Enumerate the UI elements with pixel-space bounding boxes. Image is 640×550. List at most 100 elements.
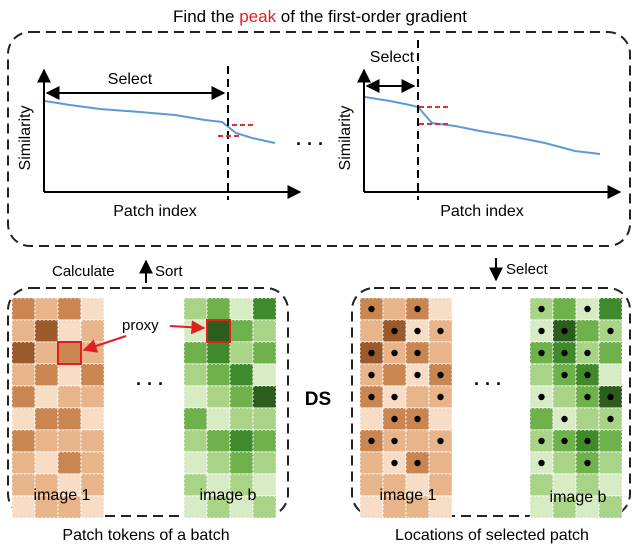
patch-cell [252, 341, 277, 365]
patch-cell [206, 407, 231, 431]
select-down-label: Select [506, 261, 549, 278]
patch-cell [229, 363, 254, 387]
patch-cell [57, 297, 82, 321]
selected-patch-dot [437, 327, 444, 335]
patch-cell [34, 297, 59, 321]
selected-patch-dot [561, 371, 568, 379]
right-bottom-panel [351, 287, 631, 517]
selected-patch-dot [607, 327, 614, 335]
right-image-b-label: image b [550, 489, 607, 506]
patch-cell [382, 297, 407, 321]
left-similarity-curve [44, 100, 276, 144]
selected-patch-dot [414, 327, 421, 335]
patch-cell [57, 341, 82, 365]
patch-cell [11, 319, 36, 343]
selected-patch-dot [391, 459, 398, 467]
patch-cell [405, 385, 430, 409]
patch-cell [252, 495, 277, 519]
patch-cell [183, 451, 208, 475]
selected-patch-dot [391, 327, 398, 335]
selected-patch-dot [538, 393, 545, 401]
patch-cell [252, 319, 277, 343]
patch-cell [183, 429, 208, 453]
patch-cell [11, 429, 36, 453]
patch-cell [11, 407, 36, 431]
patch-cell [34, 451, 59, 475]
selected-patch-dot [414, 415, 421, 423]
patch-cell [183, 363, 208, 387]
patch-cell [80, 495, 105, 519]
patch-cell [229, 297, 254, 321]
image-1-patch-grid [11, 297, 105, 519]
patch-cell [57, 451, 82, 475]
right-caption: Locations of selected patch [395, 527, 589, 544]
left-panel-ellipsis: · · · [136, 374, 164, 394]
patch-cell [57, 429, 82, 453]
selected-patch-dot [391, 393, 398, 401]
patch-cell [359, 319, 384, 343]
patch-cell [34, 341, 59, 365]
left-bottom-panel [7, 287, 289, 517]
patch-cell [80, 385, 105, 409]
patch-cell [359, 451, 384, 475]
patch-cell [11, 495, 36, 519]
selected-patch-dot [584, 349, 591, 357]
patch-cell [575, 319, 600, 343]
title-suffix: of the first-order gradient [276, 7, 467, 26]
patch-cell [11, 385, 36, 409]
selected-patch-dot [368, 305, 375, 313]
left-similarity-plot: Similarity Patch index Select [17, 66, 302, 220]
sort-label: Sort [155, 263, 183, 280]
patch-cell [252, 363, 277, 387]
selected-patch-dot [561, 327, 568, 335]
patch-cell [11, 451, 36, 475]
patch-cell [229, 319, 254, 343]
patch-cell [575, 407, 600, 431]
left-image-b-label: image b [200, 487, 257, 504]
selected-patch-dot [414, 371, 421, 379]
patch-cell [552, 385, 577, 409]
calculate-label: Calculate [52, 263, 115, 280]
left-select-label: Select [108, 71, 153, 88]
patch-cell [206, 297, 231, 321]
left-y-label: Similarity [17, 106, 34, 171]
patch-cell [598, 495, 623, 519]
patch-cell [183, 319, 208, 343]
selected-patch-dot [414, 459, 421, 467]
top-gradient-panel [7, 31, 631, 247]
selected-patch-dot [584, 393, 591, 401]
selected-patch-dot [538, 327, 545, 335]
selected-patch-dot [368, 437, 375, 445]
selected-patch-dot [561, 437, 568, 445]
patch-cell [598, 297, 623, 321]
selected-patch-dot [368, 349, 375, 357]
patch-cell [11, 473, 36, 497]
left-x-label: Patch index [113, 203, 197, 220]
patch-cell [34, 407, 59, 431]
selected-patch-dot [368, 393, 375, 401]
patch-cell [80, 429, 105, 453]
patch-cell [57, 319, 82, 343]
selected-patch-dot [391, 437, 398, 445]
ds-label: DS [305, 389, 331, 410]
patch-cell [183, 341, 208, 365]
patch-cell [57, 363, 82, 387]
proxy-box-image-1 [57, 341, 82, 365]
patch-cell [428, 451, 453, 475]
image-b-selected-grid [529, 297, 623, 519]
patch-cell [229, 385, 254, 409]
selected-patch-dot [414, 305, 421, 313]
right-similarity-plot: Similarity Patch index Select [337, 40, 622, 220]
patch-cell [529, 407, 554, 431]
patch-cell [34, 363, 59, 387]
proxy-box-image-b [206, 319, 231, 343]
selected-patch-dot [561, 415, 568, 423]
patch-cell [206, 319, 231, 343]
patch-cell [552, 451, 577, 475]
selected-patch-dot [538, 349, 545, 357]
selected-patch-dot [437, 371, 444, 379]
proxy-arrow-left [82, 335, 127, 353]
patch-cell [428, 495, 453, 519]
patch-cell [252, 385, 277, 409]
